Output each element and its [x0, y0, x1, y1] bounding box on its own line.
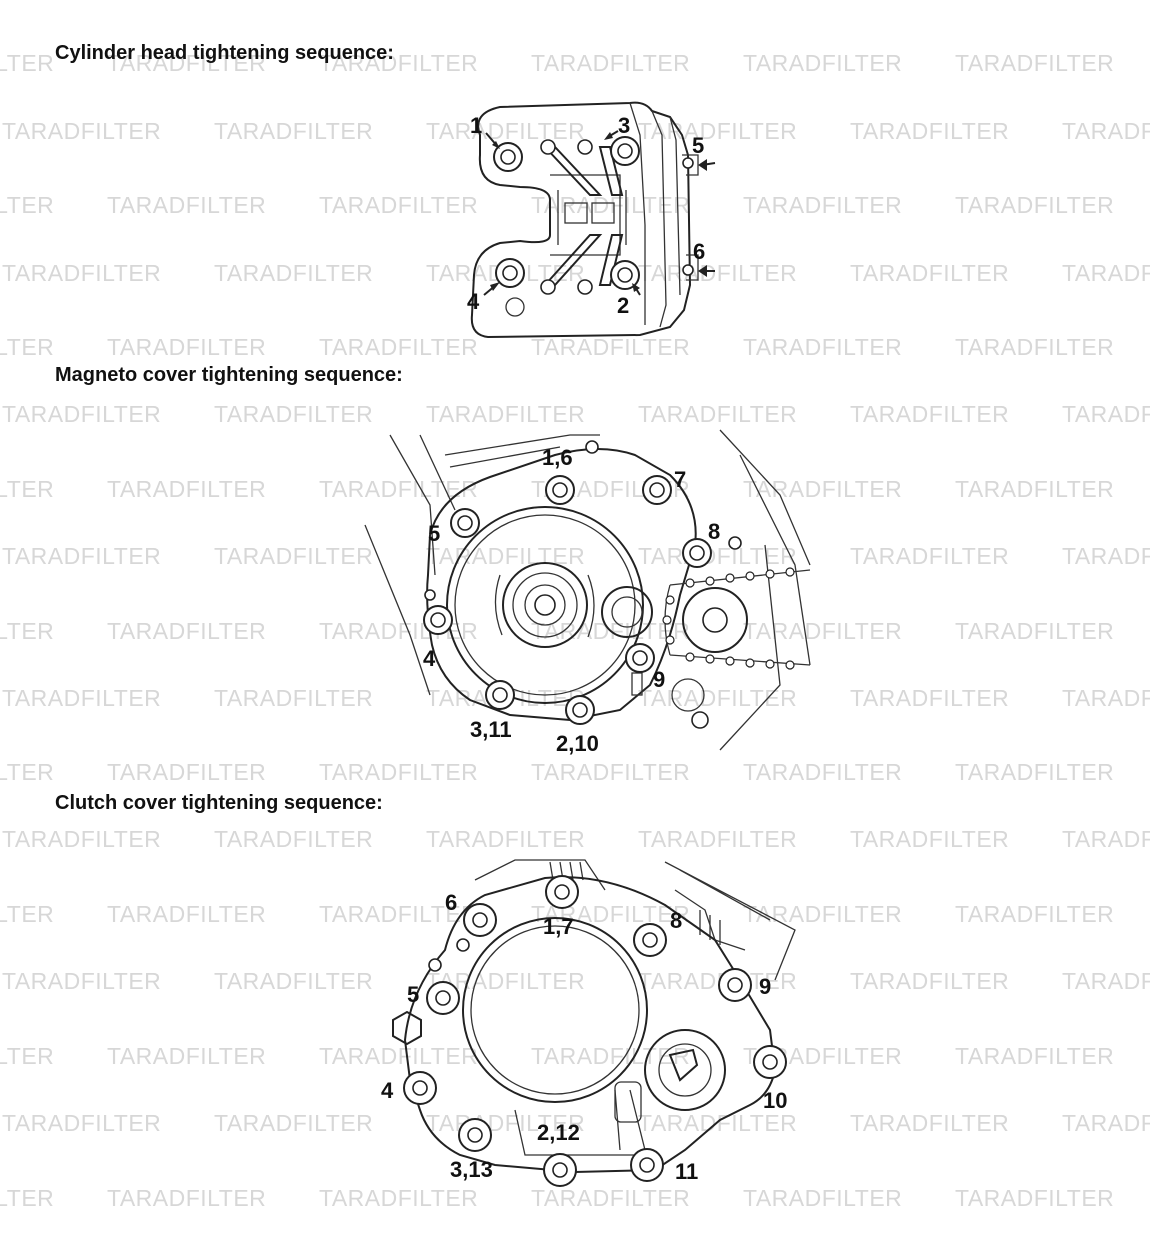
cylinder-head-title: Cylinder head tightening sequence:	[55, 42, 394, 64]
watermark-text: TARADFILTER	[2, 826, 162, 852]
watermark-text: TARADFILTER	[107, 618, 267, 644]
watermark-text: TARADFILTER	[850, 685, 1010, 711]
watermark-text: TARADFILTER	[214, 543, 374, 569]
cylinder-label-3: 3	[618, 113, 630, 138]
watermark-text: TARADFILTER	[1062, 118, 1150, 144]
magneto-label-4: 4	[423, 646, 436, 671]
magneto-label-2-10: 2,10	[556, 731, 599, 756]
watermark-text: TARADFILTER	[214, 685, 374, 711]
clutch-label-3-13: 3,13	[450, 1157, 493, 1182]
watermark-text: TARADFILTER	[426, 826, 586, 852]
watermark-text: TARADFILTER	[0, 759, 55, 785]
clutch-label-2-12: 2,12	[537, 1120, 580, 1145]
watermark-text: TARADFILTER	[955, 334, 1115, 360]
watermark-text: TARADFILTER	[2, 543, 162, 569]
cylinder-label-1: 1	[470, 113, 482, 138]
watermark-text: TARADFILTER	[107, 1185, 267, 1211]
clutch-label-8: 8	[670, 908, 682, 933]
watermark-text: TARADFILTER	[743, 192, 903, 218]
clutch-label-9: 9	[759, 974, 771, 999]
magneto-label-7: 7	[674, 467, 686, 492]
watermark-text: TARADFILTER	[214, 260, 374, 286]
watermark-text: TARADFILTER	[955, 192, 1115, 218]
magneto-cover-diagram: 1,6 7 5 8 4 9 3,11 2,10	[364, 429, 811, 756]
magneto-label-8: 8	[708, 519, 720, 544]
watermark-text: TARADFILTER	[850, 826, 1010, 852]
watermark-text: TARADFILTER	[743, 50, 903, 76]
watermark-text: TARADFILTER	[1062, 543, 1150, 569]
magneto-cover-title: Magneto cover tightening sequence:	[55, 364, 403, 386]
cylinder-label-5: 5	[692, 133, 704, 158]
watermark-text: TARADFILTER	[214, 401, 374, 427]
watermark-text: TARADFILTER	[850, 1110, 1010, 1136]
clutch-label-1-7: 1,7	[543, 914, 574, 939]
clutch-cover-diagram: 6 1,7 8 5 9 4 10 2,12 3,13 11	[381, 859, 796, 1187]
watermark-text: TARADFILTER	[850, 260, 1010, 286]
watermark-text: TARADFILTER	[0, 50, 55, 76]
watermark-text: TARADFILTER	[1062, 260, 1150, 286]
watermark-text: TARADFILTER	[0, 1185, 55, 1211]
watermark-text: TARADFILTER	[0, 334, 55, 360]
watermark-text: TARADFILTER	[531, 759, 691, 785]
watermark-text: TARADFILTER	[955, 618, 1115, 644]
clutch-cover-title: Clutch cover tightening sequence:	[55, 792, 383, 814]
watermark-text: TARADFILTER	[850, 968, 1010, 994]
clutch-label-6: 6	[445, 890, 457, 915]
watermark-text: TARADFILTER	[1062, 826, 1150, 852]
watermark-text: TARADFILTER	[850, 401, 1010, 427]
watermark-text: TARADFILTER	[955, 50, 1115, 76]
watermark-text: TARADFILTER	[955, 901, 1115, 927]
watermark-text: TARADFILTER	[319, 759, 479, 785]
watermark-text: TARADFILTER	[107, 1043, 267, 1069]
watermark-text: TARADFILTER	[638, 826, 798, 852]
watermark-text: TARADFILTER	[955, 1043, 1115, 1069]
watermark-text: TARADFILTER	[850, 543, 1010, 569]
cylinder-head-diagram: 1 3 5 6 4 2	[467, 101, 716, 339]
magneto-label-5: 5	[428, 521, 440, 546]
watermark-text: TARADFILTER	[1062, 968, 1150, 994]
clutch-label-11: 11	[675, 1159, 698, 1184]
watermark-text: TARADFILTER	[2, 401, 162, 427]
watermark-text: TARADFILTER	[107, 192, 267, 218]
cylinder-label-6: 6	[693, 239, 705, 264]
watermark-text: TARADFILTER	[531, 50, 691, 76]
watermark-text: TARADFILTER	[107, 476, 267, 502]
watermark-text: TARADFILTER	[0, 1043, 55, 1069]
watermark-text: TARADFILTER	[107, 334, 267, 360]
watermark-text: TARADFILTER	[214, 118, 374, 144]
watermark-text: TARADFILTER	[0, 901, 55, 927]
watermark-text: TARADFILTER	[955, 476, 1115, 502]
watermark-text: TARADFILTER	[955, 759, 1115, 785]
watermark-text: TARADFILTER	[955, 1185, 1115, 1211]
watermark-text: TARADFILTER	[214, 826, 374, 852]
watermark-text: TARADFILTER	[743, 759, 903, 785]
watermark-text: TARADFILTER	[1062, 1110, 1150, 1136]
watermark-text: TARADFILTER	[2, 968, 162, 994]
watermark-text: TARADFILTER	[1062, 401, 1150, 427]
watermark-text: TARADFILTER	[2, 1110, 162, 1136]
watermark-text: TARADFILTER	[0, 618, 55, 644]
watermark-text: TARADFILTER	[743, 334, 903, 360]
clutch-label-10: 10	[763, 1088, 787, 1113]
watermark-text: TARADFILTER	[2, 118, 162, 144]
watermark-text: TARADFILTER	[0, 192, 55, 218]
watermark-text: TARADFILTER	[214, 1110, 374, 1136]
watermark-text: TARADFILTER	[2, 685, 162, 711]
watermark-text: TARADFILTER	[0, 476, 55, 502]
magneto-label-1-6: 1,6	[542, 445, 573, 470]
clutch-label-5: 5	[407, 982, 419, 1007]
watermark-text: TARADFILTER	[2, 260, 162, 286]
watermark-text: TARADFILTER	[107, 759, 267, 785]
cylinder-label-4: 4	[467, 289, 480, 314]
clutch-label-4: 4	[381, 1078, 394, 1103]
magneto-label-3-11: 3,11	[470, 717, 512, 742]
watermark-text: TARADFILTER	[214, 968, 374, 994]
watermark-text: TARADFILTER	[107, 901, 267, 927]
watermark-text: TARADFILTER	[850, 118, 1010, 144]
watermark-text: TARADFILTER	[1062, 685, 1150, 711]
magneto-label-9: 9	[653, 667, 665, 692]
cylinder-label-2: 2	[617, 293, 629, 318]
